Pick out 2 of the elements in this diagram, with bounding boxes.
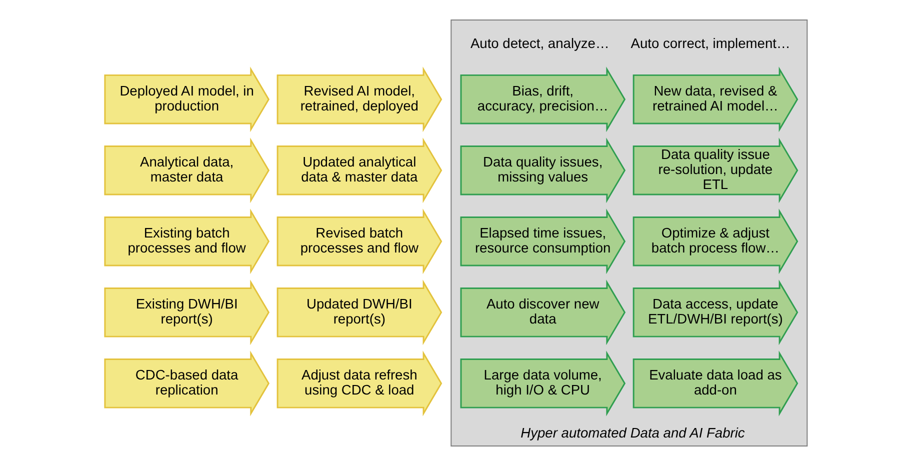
label: Auto correct, implement… xyxy=(630,36,790,51)
label: Auto detect, analyze… xyxy=(470,36,610,51)
